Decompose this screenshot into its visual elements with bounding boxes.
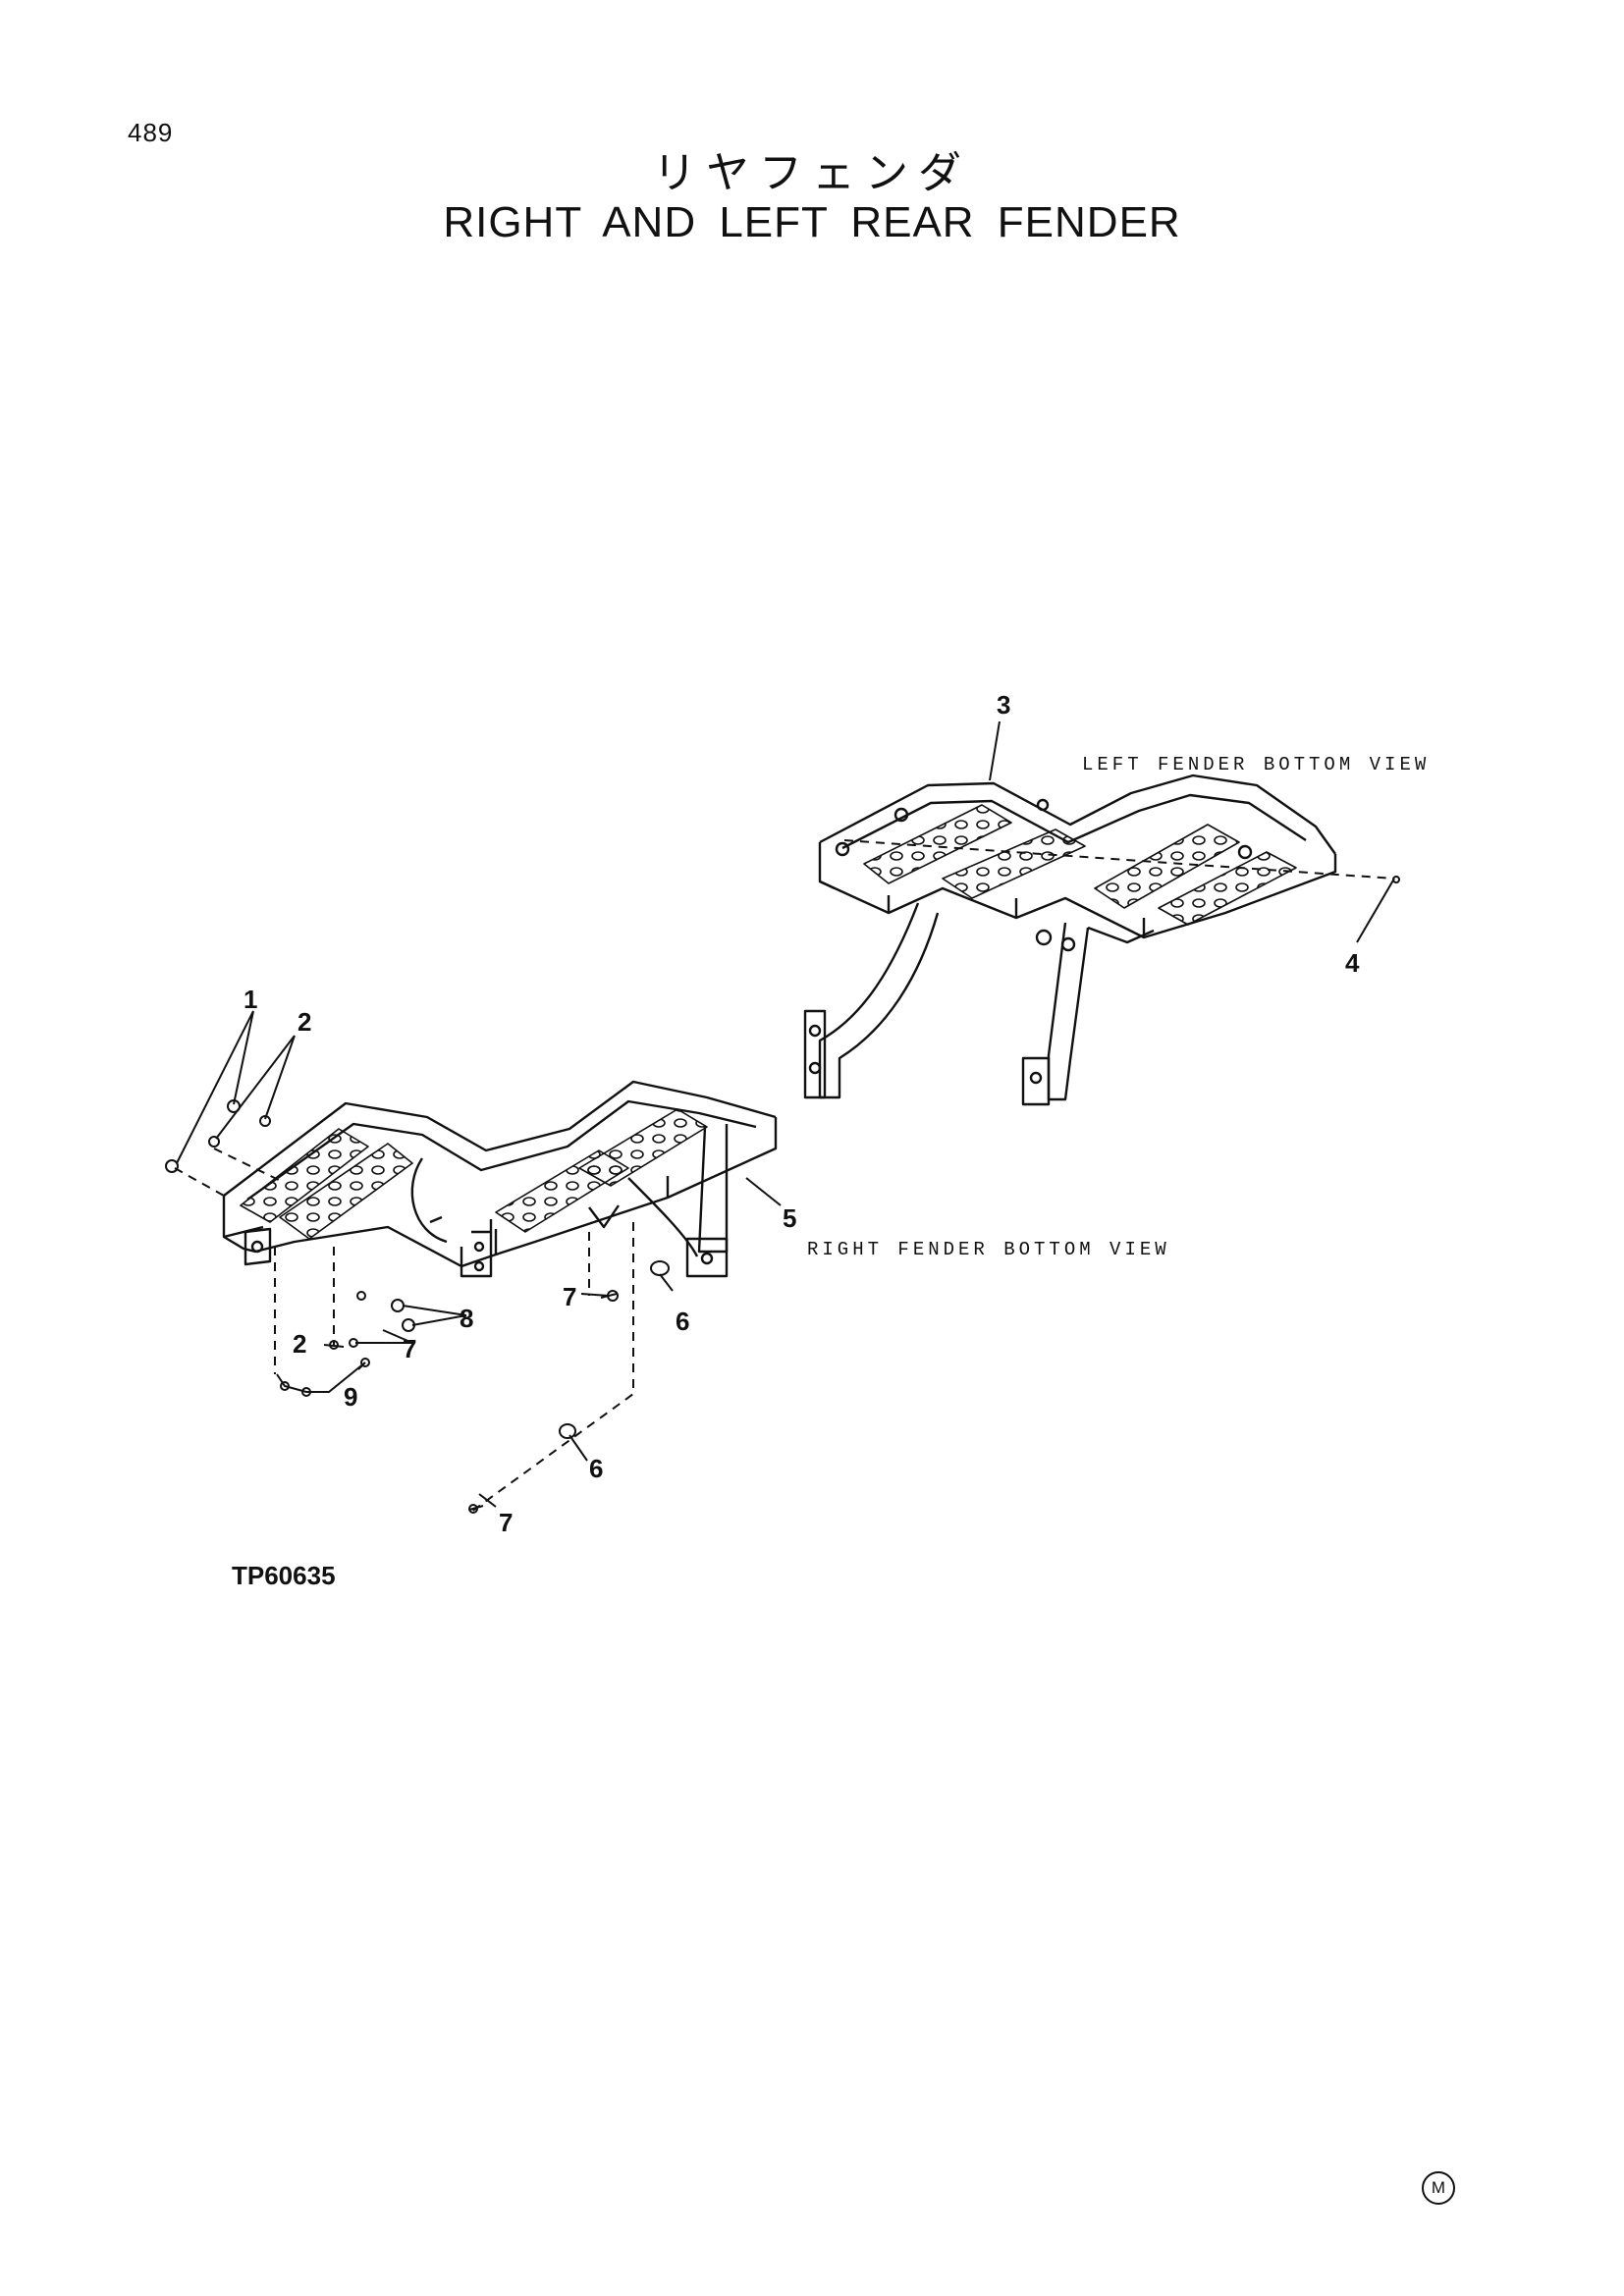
callout-6: 6 <box>676 1307 689 1336</box>
left-fender-drawing <box>803 774 1337 1106</box>
callout-2: 2 <box>293 1329 306 1359</box>
right-fender-view-label: RIGHT FENDER BOTTOM VIEW <box>807 1239 1170 1260</box>
right-fender-drawing <box>222 1080 778 1278</box>
left-fender-view-label: LEFT FENDER BOTTOM VIEW <box>1082 754 1430 775</box>
page-title-japanese: リヤフェンダ <box>653 148 971 198</box>
callout-7: 7 <box>403 1334 416 1363</box>
page-number: 489 <box>128 118 174 147</box>
callout-1: 1 <box>244 985 257 1014</box>
callout-2: 2 <box>298 1007 311 1037</box>
callout-3: 3 <box>997 690 1010 720</box>
callout-8: 8 <box>460 1304 473 1333</box>
callout-9: 9 <box>344 1382 357 1412</box>
callout-5: 5 <box>783 1203 796 1233</box>
callout-7: 7 <box>563 1282 576 1311</box>
leader-lines <box>165 721 1400 1514</box>
manufacturer-mark: M <box>1422 2171 1455 2205</box>
page-title: RIGHT AND LEFT REAR FENDER <box>443 198 1181 246</box>
callout-7: 7 <box>499 1508 513 1537</box>
figure-code: TP60635 <box>232 1561 336 1590</box>
callout-4: 4 <box>1345 948 1360 978</box>
callout-6: 6 <box>589 1454 603 1483</box>
